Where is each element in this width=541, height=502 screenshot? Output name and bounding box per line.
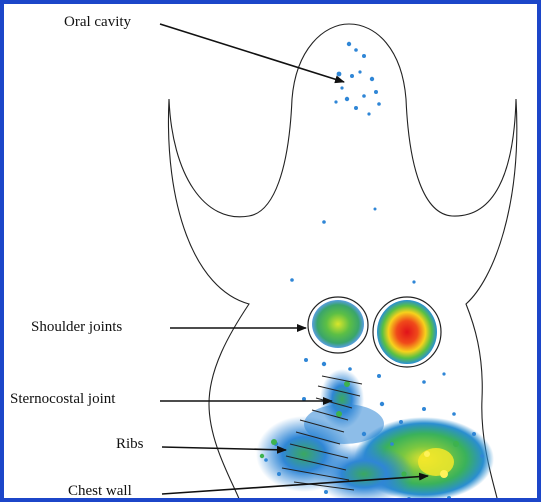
label-chest-wall: Chest wall xyxy=(68,484,132,499)
label-oral-cavity: Oral cavity xyxy=(64,15,131,30)
scan-illustration xyxy=(4,4,541,502)
chest-signal xyxy=(256,369,494,502)
label-shoulder-joints: Shoulder joints xyxy=(31,320,122,335)
shoulder-joint-right-spot xyxy=(373,297,441,367)
oral-cavity-signal xyxy=(290,42,415,284)
shoulder-joint-left-spot xyxy=(308,297,368,353)
label-ribs: Ribs xyxy=(116,437,144,452)
oral-cavity-arrow xyxy=(160,24,344,82)
label-sternocostal-joint: Sternocostal joint xyxy=(10,392,115,407)
